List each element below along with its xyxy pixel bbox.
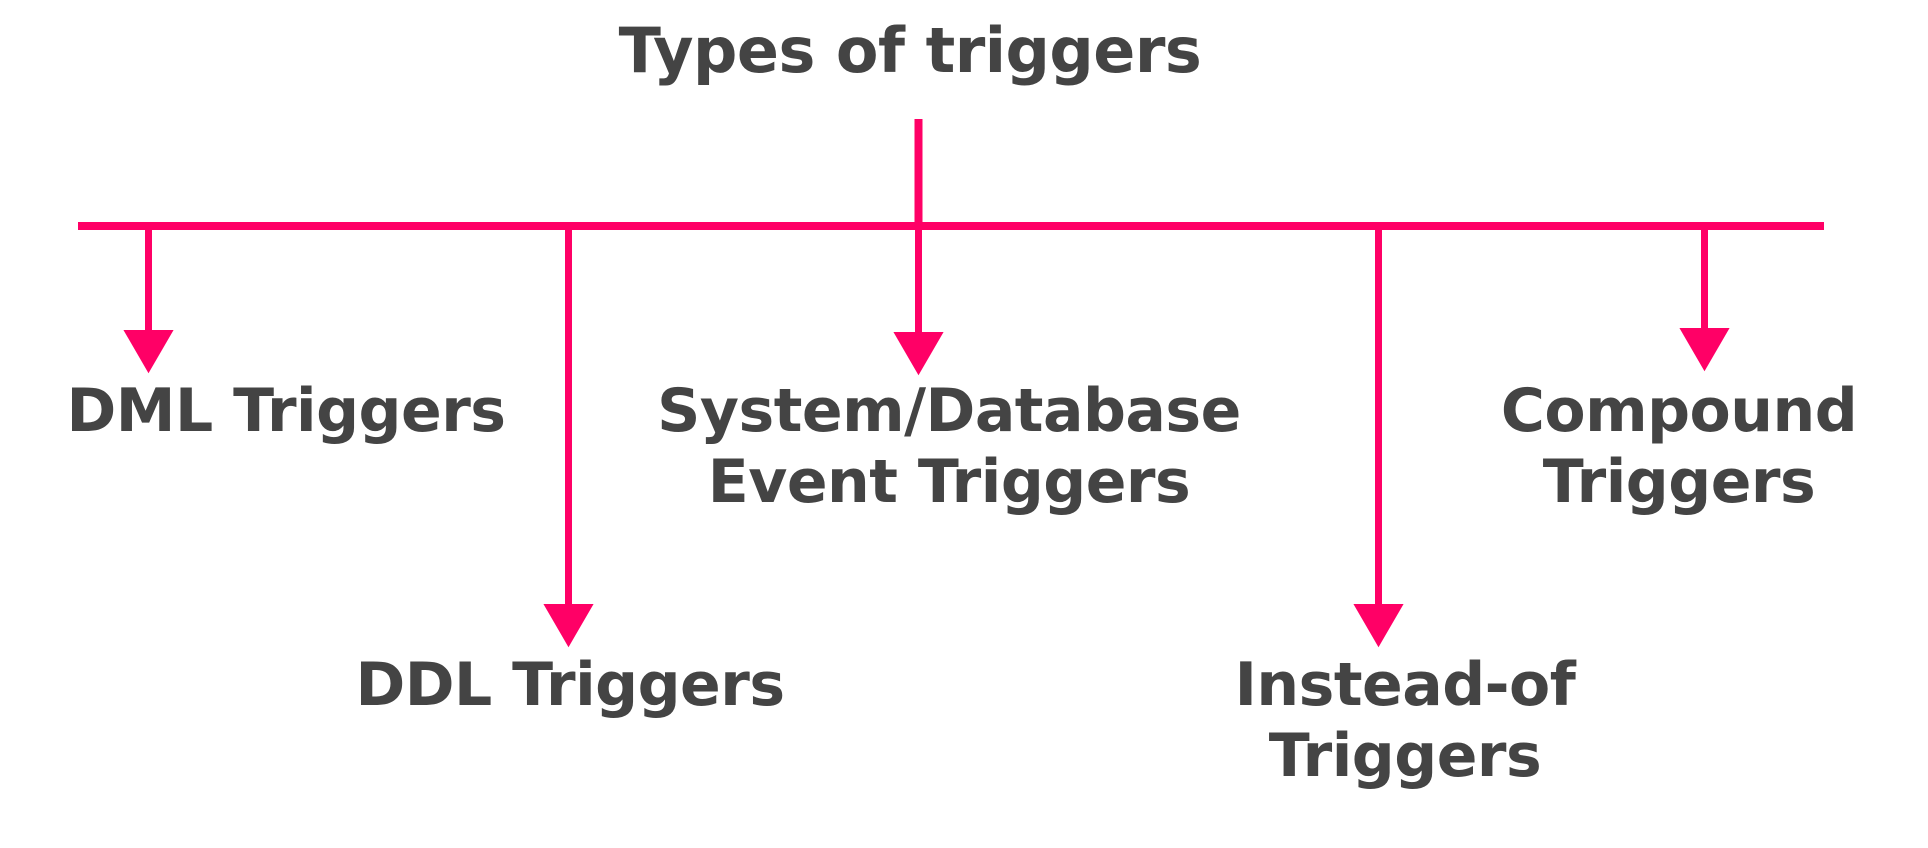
diagram-title: Types of triggers — [618, 14, 1202, 87]
node-label-ddl-triggers: DDL Triggers — [355, 650, 785, 720]
node-label-instead-of-triggers: Instead-of Triggers — [1234, 650, 1576, 791]
node-label-system-database-event-triggers: System/Database Event Triggers — [657, 376, 1241, 517]
node-label-dml-triggers: DML Triggers — [66, 376, 506, 446]
node-label-compound-triggers: Compound Triggers — [1500, 376, 1858, 517]
